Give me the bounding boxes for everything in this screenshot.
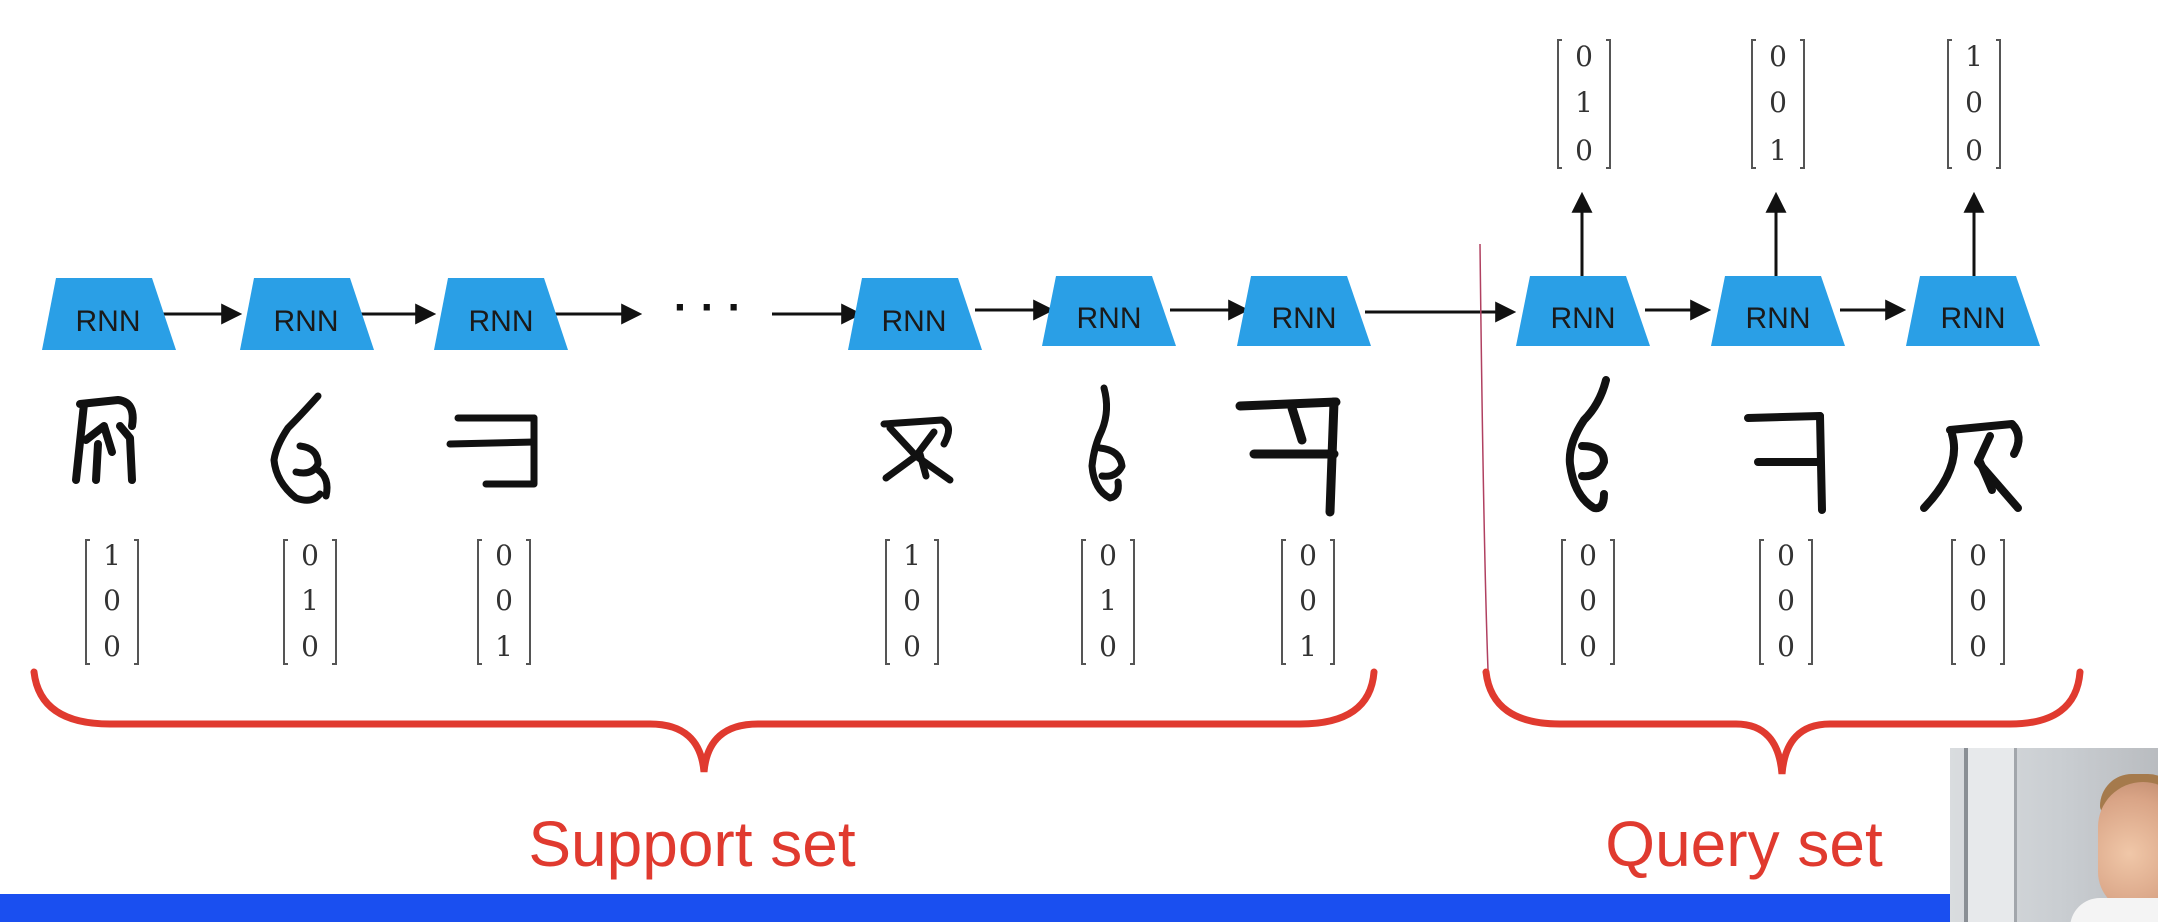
vector-value: 0 <box>103 584 121 617</box>
rnn-label: RNN <box>1746 302 1811 335</box>
vector-value: 0 <box>1777 539 1795 572</box>
character-glyph <box>1088 384 1126 502</box>
vector-value: 0 <box>301 630 319 663</box>
rnn-cell: RNN <box>1042 276 1176 346</box>
vector-value: 0 <box>1969 539 1987 572</box>
input-vector: 0 0 0 <box>1759 539 1813 665</box>
input-vector: 0 0 0 <box>1561 539 1615 665</box>
output-arrows <box>1571 191 1985 276</box>
vector-value: 0 <box>1769 86 1787 119</box>
support-set-label: Support set <box>528 808 856 880</box>
character-glyph <box>72 396 137 484</box>
rnn-cell: RNN <box>42 278 176 350</box>
vector-value: 0 <box>1969 630 1987 663</box>
vector-value: 0 <box>103 630 121 663</box>
input-vector: 0 0 0 <box>1951 539 2005 665</box>
input-vectors: 1 0 0 0 1 0 0 0 1 1 0 0 0 1 0 <box>85 539 2005 665</box>
presenter-shirt <box>2070 898 2158 922</box>
input-vector: 0 1 0 <box>283 539 337 665</box>
output-vector: 1 0 0 <box>1947 39 2001 169</box>
rnn-cell: RNN <box>1237 276 1371 346</box>
vector-value: 0 <box>495 584 513 617</box>
vector-value: 1 <box>1769 134 1787 167</box>
vector-value: 1 <box>103 539 121 572</box>
character-glyph <box>1235 397 1341 517</box>
input-vector: 0 0 1 <box>1281 539 1335 665</box>
input-vector: 1 0 0 <box>85 539 139 665</box>
rnn-label: RNN <box>1941 302 2006 335</box>
character-glyph <box>880 416 954 484</box>
rnn-cell: RNN <box>240 278 374 350</box>
vector-value: 0 <box>301 539 319 572</box>
output-vector: 0 0 1 <box>1751 39 1805 169</box>
vector-value: 0 <box>1969 584 1987 617</box>
set-divider <box>1479 243 1489 671</box>
vector-value: 1 <box>1299 630 1317 663</box>
rnn-cell: RNN <box>434 278 568 350</box>
rnn-cell: RNN <box>1711 276 1845 346</box>
vector-value: 0 <box>1579 630 1597 663</box>
bottom-bar <box>0 894 1960 922</box>
rnn-cell: RNN <box>1516 276 1650 346</box>
vector-value: 0 <box>1965 86 1983 119</box>
vector-value: 0 <box>495 539 513 572</box>
vector-value: 0 <box>1965 134 1983 167</box>
vector-value: 0 <box>1769 40 1787 73</box>
character-glyph <box>1744 412 1826 514</box>
rnn-label: RNN <box>1077 302 1142 335</box>
rnn-label: RNN <box>1272 302 1337 335</box>
output-vector: 0 1 0 <box>1557 39 1611 169</box>
vector-value: 1 <box>1965 40 1983 73</box>
vector-value: 0 <box>1777 630 1795 663</box>
support-set-brace <box>30 668 1378 773</box>
input-vector: 0 0 1 <box>477 539 531 665</box>
vector-value: 0 <box>1575 134 1593 167</box>
vector-value: 0 <box>1299 584 1317 617</box>
rnn-label: RNN <box>274 305 339 338</box>
presenter-face <box>2098 782 2158 912</box>
vector-value: 0 <box>1099 630 1117 663</box>
vector-value: 0 <box>1575 40 1593 73</box>
rnn-label: RNN <box>882 305 947 338</box>
character-glyph <box>1920 420 2023 512</box>
rnn-label: RNN <box>1551 302 1616 335</box>
vector-value: 0 <box>1299 539 1317 572</box>
vector-value: 0 <box>1579 539 1597 572</box>
vector-value: 0 <box>1099 539 1117 572</box>
presenter-webcam-video <box>1950 748 2158 922</box>
character-glyphs <box>72 376 2023 517</box>
input-vector: 0 1 0 <box>1081 539 1135 665</box>
chain-ellipsis: · · · <box>674 283 742 332</box>
vector-value: 0 <box>1777 584 1795 617</box>
vector-value: 1 <box>495 630 513 663</box>
vector-value: 1 <box>1575 86 1593 119</box>
vector-value: 1 <box>903 539 921 572</box>
vector-value: 1 <box>1099 584 1117 617</box>
webcam-background-frame <box>1964 748 2017 922</box>
rnn-cell: RNN <box>848 278 982 350</box>
chain-arrows <box>162 299 1907 325</box>
vector-value: 1 <box>301 584 319 617</box>
rnn-label: RNN <box>469 305 534 338</box>
vector-value: 0 <box>903 630 921 663</box>
rnn-cells: RNN RNN RNN RNN RNN RNN RNN RNN <box>42 276 2040 350</box>
character-glyph <box>446 414 538 488</box>
query-set-label: Query set <box>1605 808 1883 880</box>
character-glyph <box>270 392 331 504</box>
rnn-cell: RNN <box>1906 276 2040 346</box>
vector-value: 0 <box>1579 584 1597 617</box>
input-vector: 1 0 0 <box>885 539 939 665</box>
query-set-brace <box>1482 668 2084 775</box>
output-vectors: 0 1 0 0 0 1 1 0 0 <box>1557 39 2001 169</box>
vector-value: 0 <box>903 584 921 617</box>
rnn-label: RNN <box>76 305 141 338</box>
character-glyph <box>1565 376 1610 513</box>
